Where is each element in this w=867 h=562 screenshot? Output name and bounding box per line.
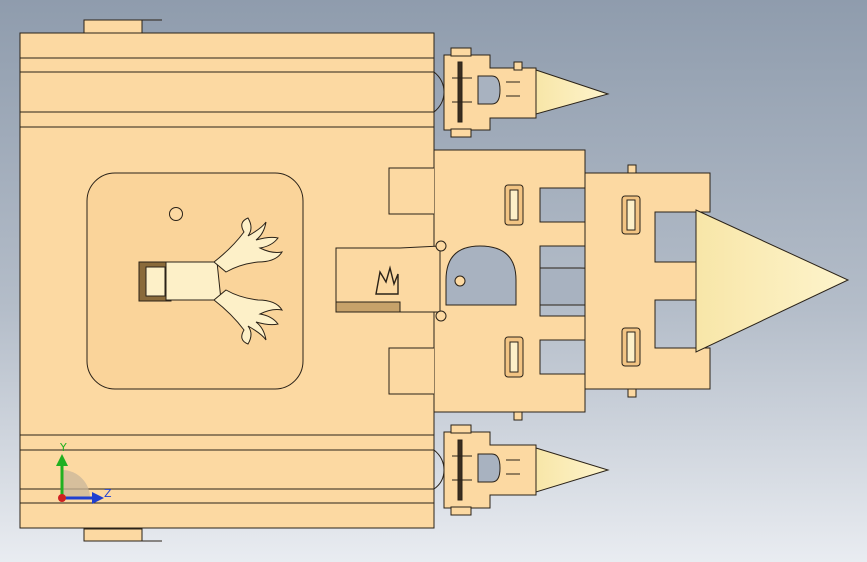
arch-opening-left bbox=[445, 245, 517, 306]
top-tab bbox=[83, 19, 143, 34]
top-small-assembly[interactable] bbox=[443, 47, 610, 138]
bottom-small-assembly[interactable] bbox=[443, 411, 610, 516]
antler-cutout-top bbox=[213, 217, 284, 273]
right-block[interactable] bbox=[584, 164, 711, 398]
large-spear-tip[interactable] bbox=[695, 209, 850, 353]
crown-link[interactable] bbox=[335, 240, 466, 322]
panel-hole bbox=[169, 207, 183, 221]
triad-y-label: Y bbox=[60, 441, 67, 454]
recessed-panel[interactable] bbox=[86, 172, 304, 390]
antler-cutout-bottom bbox=[213, 289, 284, 345]
castle-plate[interactable] bbox=[388, 149, 619, 413]
bottom-tab bbox=[83, 528, 143, 542]
crown-icon bbox=[375, 265, 399, 295]
view-orientation-triad-icon bbox=[56, 454, 104, 504]
triad-z-label: Z bbox=[104, 487, 112, 500]
